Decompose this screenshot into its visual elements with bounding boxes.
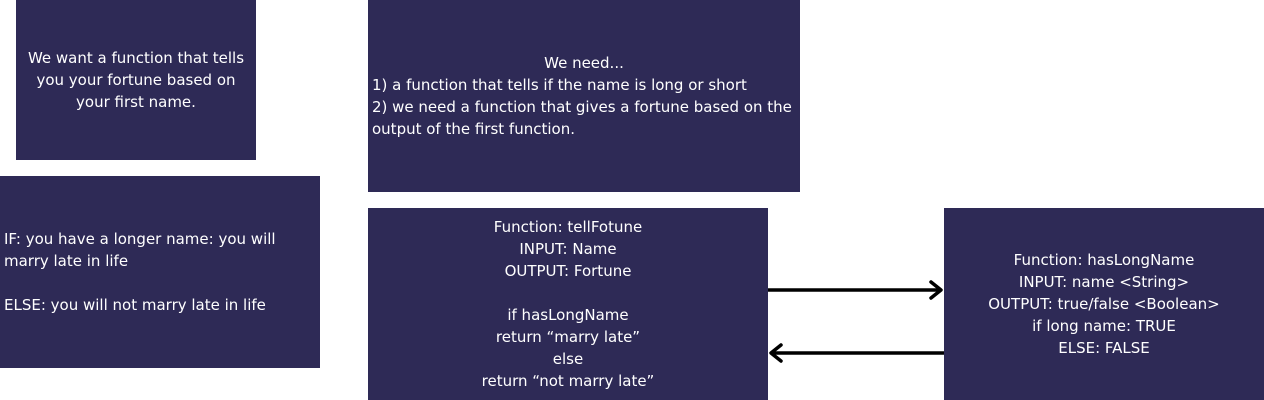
tell-fortune-line: if hasLongName xyxy=(507,306,629,324)
has-long-name-line: if long name: TRUE xyxy=(1032,317,1176,335)
needs-line: output of the first function. xyxy=(372,120,575,138)
rule-else-line: ELSE: you will not marry late in life xyxy=(4,296,266,314)
needs-box: We need... 1) a function that tells if t… xyxy=(368,0,800,192)
tell-fortune-line: INPUT: Name xyxy=(519,240,617,258)
has-long-name-line: INPUT: name <String> xyxy=(1018,273,1190,291)
goal-line: We want a function that tells xyxy=(27,49,245,67)
tell-fortune-line: Function: tellFotune xyxy=(493,218,643,236)
tell-fortune-line: return “marry late” xyxy=(495,328,641,346)
has-long-name-function-box: Function: hasLongName INPUT: name <Strin… xyxy=(944,208,1264,400)
goal-line: your first name. xyxy=(76,93,196,111)
tell-fortune-line: else xyxy=(552,350,584,368)
tell-fortune-spacer xyxy=(368,282,768,304)
return-arrow-head xyxy=(769,343,783,363)
fortune-rule-box: IF: you have a longer name: you will mar… xyxy=(0,176,320,368)
has-long-name-line: Function: hasLongName xyxy=(1013,251,1195,269)
needs-title: We need... xyxy=(544,54,624,72)
goal-box: We want a function that tells you your f… xyxy=(16,0,256,160)
needs-line: 2) we need a function that gives a fortu… xyxy=(372,98,792,116)
has-long-name-line: OUTPUT: true/false <Boolean> xyxy=(988,295,1220,313)
goal-line: you your fortune based on xyxy=(36,71,236,89)
rule-spacer xyxy=(4,272,316,294)
tell-fortune-line: OUTPUT: Fortune xyxy=(504,262,632,280)
tell-fortune-line: return “not marry late” xyxy=(481,372,655,390)
call-arrow-head xyxy=(929,280,943,300)
rule-if-line: marry late in life xyxy=(4,252,129,270)
has-long-name-line: ELSE: FALSE xyxy=(1058,339,1150,357)
tell-fortune-function-box: Function: tellFotune INPUT: Name OUTPUT:… xyxy=(368,208,768,400)
rule-if-line: IF: you have a longer name: you will xyxy=(4,230,276,248)
call-arrow xyxy=(768,280,943,300)
needs-line: 1) a function that tells if the name is … xyxy=(372,76,747,94)
return-arrow xyxy=(769,343,944,363)
